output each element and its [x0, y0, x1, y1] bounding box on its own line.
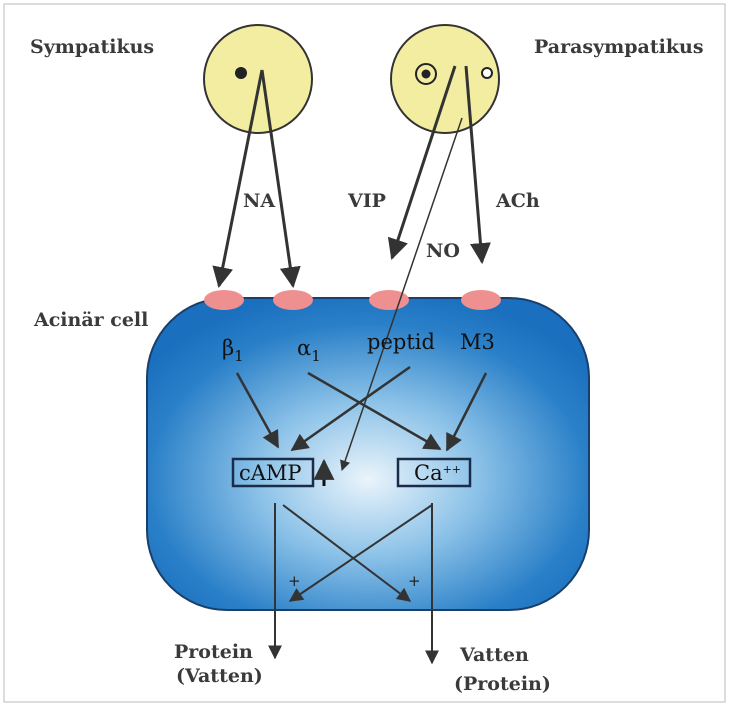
- vip-label: VIP: [347, 190, 386, 212]
- plus-left: +: [288, 572, 301, 590]
- parasympathetic-neuron: [391, 25, 499, 133]
- m3-receptor: [461, 290, 501, 310]
- no-label: NO: [426, 240, 460, 262]
- ach-label: ACh: [495, 190, 540, 212]
- peptide-receptor-label: peptid: [367, 330, 435, 354]
- protein-label: Protein: [174, 641, 253, 663]
- acinar-cell-label: Acinär cell: [33, 309, 148, 331]
- sympathetic-neuron: [204, 25, 312, 133]
- m3-receptor-label: M3: [460, 330, 495, 354]
- protein-sub-label: (Vatten): [176, 665, 263, 687]
- sympathetic-vesicle: [235, 67, 247, 79]
- sympathetic-label: Sympatikus: [30, 36, 154, 58]
- camp-label: cAMP: [239, 461, 302, 485]
- beta1-receptor: [204, 290, 244, 310]
- water-sub-label: (Protein): [454, 673, 551, 695]
- parasympathetic-vesicle-small: [482, 68, 492, 78]
- alpha1-receptor: [273, 290, 313, 310]
- parasympathetic-neuron-body: [391, 25, 499, 133]
- parasympathetic-label: Parasympatikus: [534, 36, 704, 58]
- parasympathetic-vesicle-core: [422, 70, 431, 79]
- water-label: Vatten: [459, 644, 529, 666]
- plus-right: +: [408, 572, 421, 590]
- sympathetic-neuron-body: [204, 25, 312, 133]
- na-label: NA: [243, 190, 275, 212]
